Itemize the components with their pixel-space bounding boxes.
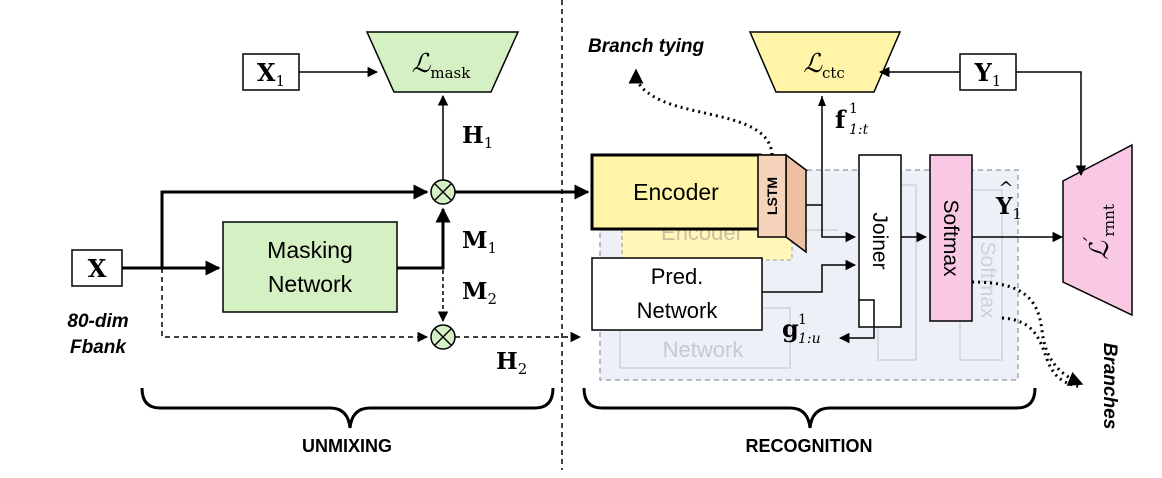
h1-label: H xyxy=(462,122,484,149)
f-subscript: 1:t xyxy=(849,122,869,138)
lstm-label: LSTM xyxy=(764,177,780,215)
x1-input-box xyxy=(242,53,300,91)
pred-network-label-line1: Pred. xyxy=(651,264,704,289)
svg-text:X1: X1 xyxy=(257,58,285,90)
svg-text:M2: M2 xyxy=(462,278,497,308)
branch-tying-arrow xyxy=(628,68,774,156)
recognition-label: RECOGNITION xyxy=(745,436,872,456)
unmixing-connections xyxy=(122,66,590,343)
x1-subscript: 1 xyxy=(276,72,286,90)
mask-loss-symbol: ℒ xyxy=(412,49,432,79)
yhat-hat: ^ xyxy=(998,178,1013,199)
branch-tying-label: Branch tying xyxy=(588,36,705,57)
svg-text:Y1: Y1 xyxy=(995,193,1022,223)
joiner-block xyxy=(858,154,902,328)
encoder-label: Encoder xyxy=(633,179,719,205)
rnnt-loss-label: ℒ′rnnt xyxy=(1079,204,1118,260)
g-label: g xyxy=(782,314,799,343)
unmixing-label: UNMIXING xyxy=(302,436,392,456)
recognition-brace xyxy=(582,387,1037,429)
svg-text:Y1: Y1 xyxy=(974,58,1002,90)
recognition-connections xyxy=(762,66,1087,344)
mask-loss-subscript: mask xyxy=(430,64,471,82)
m2-label: M xyxy=(462,278,487,305)
rnnt-loss-symbol: ℒ xyxy=(1085,240,1115,260)
pred-network-ghost-label: Network xyxy=(663,337,745,362)
g-superscript: 1 xyxy=(798,312,807,328)
branches-arrow-1 xyxy=(971,280,1084,386)
yhat-label: Y xyxy=(995,193,1013,220)
h2-label: H xyxy=(496,348,518,375)
m1-label: M xyxy=(462,227,487,254)
h1-subscript: 1 xyxy=(484,134,494,152)
multiplier-h2 xyxy=(430,324,456,350)
pred-network-block xyxy=(591,257,763,331)
branches-label: Branches xyxy=(1099,343,1120,430)
lstm-block xyxy=(755,153,809,254)
pred-network-label-line2: Network xyxy=(637,298,719,323)
yhat-subscript: 1 xyxy=(1012,205,1022,223)
svg-text:ℒmask: ℒmask xyxy=(412,49,472,82)
fbank-label-line2: Fbank xyxy=(70,337,127,358)
rnnt-loss-block xyxy=(1062,143,1133,317)
unmixing-brace xyxy=(140,387,555,429)
svg-text:H1: H1 xyxy=(462,122,493,152)
softmax-block xyxy=(929,154,973,322)
m2-subscript: 2 xyxy=(487,290,497,308)
m1-subscript: 1 xyxy=(487,239,497,257)
h2-subscript: 2 xyxy=(518,360,528,378)
mask-loss-block xyxy=(365,31,520,93)
joiner-label: Joiner xyxy=(868,212,891,269)
rnnt-loss-prime: ′ xyxy=(1079,236,1103,241)
ctc-loss-block xyxy=(748,31,902,93)
ctc-loss-symbol: ℒ xyxy=(803,49,823,79)
svg-text:ℒ′rnnt: ℒ′rnnt xyxy=(1079,204,1118,260)
fbank-label-line1: 80-dim xyxy=(67,311,128,332)
multiplier-h1 xyxy=(430,179,456,205)
y1-subscript: 1 xyxy=(992,72,1002,90)
y1-label: Y xyxy=(974,58,993,87)
ctc-loss-subscript: ctc xyxy=(822,64,845,82)
softmax-label: Softmax xyxy=(939,199,962,277)
svg-text:M1: M1 xyxy=(462,227,497,257)
x-label: X xyxy=(88,254,107,283)
masking-network-label-line2: Network xyxy=(268,271,353,297)
x1-label: X xyxy=(257,58,276,87)
masking-network-block xyxy=(222,221,398,313)
svg-text:H2: H2 xyxy=(496,348,527,378)
masking-network-label-line1: Masking xyxy=(267,237,353,263)
svg-text:ℒctc: ℒctc xyxy=(803,49,845,82)
f-label: f xyxy=(835,105,847,134)
f-superscript: 1 xyxy=(849,101,858,117)
g-subscript: 1:u xyxy=(798,331,821,347)
rnnt-loss-subscript: rnnt xyxy=(1100,204,1118,237)
softmax-ghost-label: Softmax xyxy=(976,241,999,319)
